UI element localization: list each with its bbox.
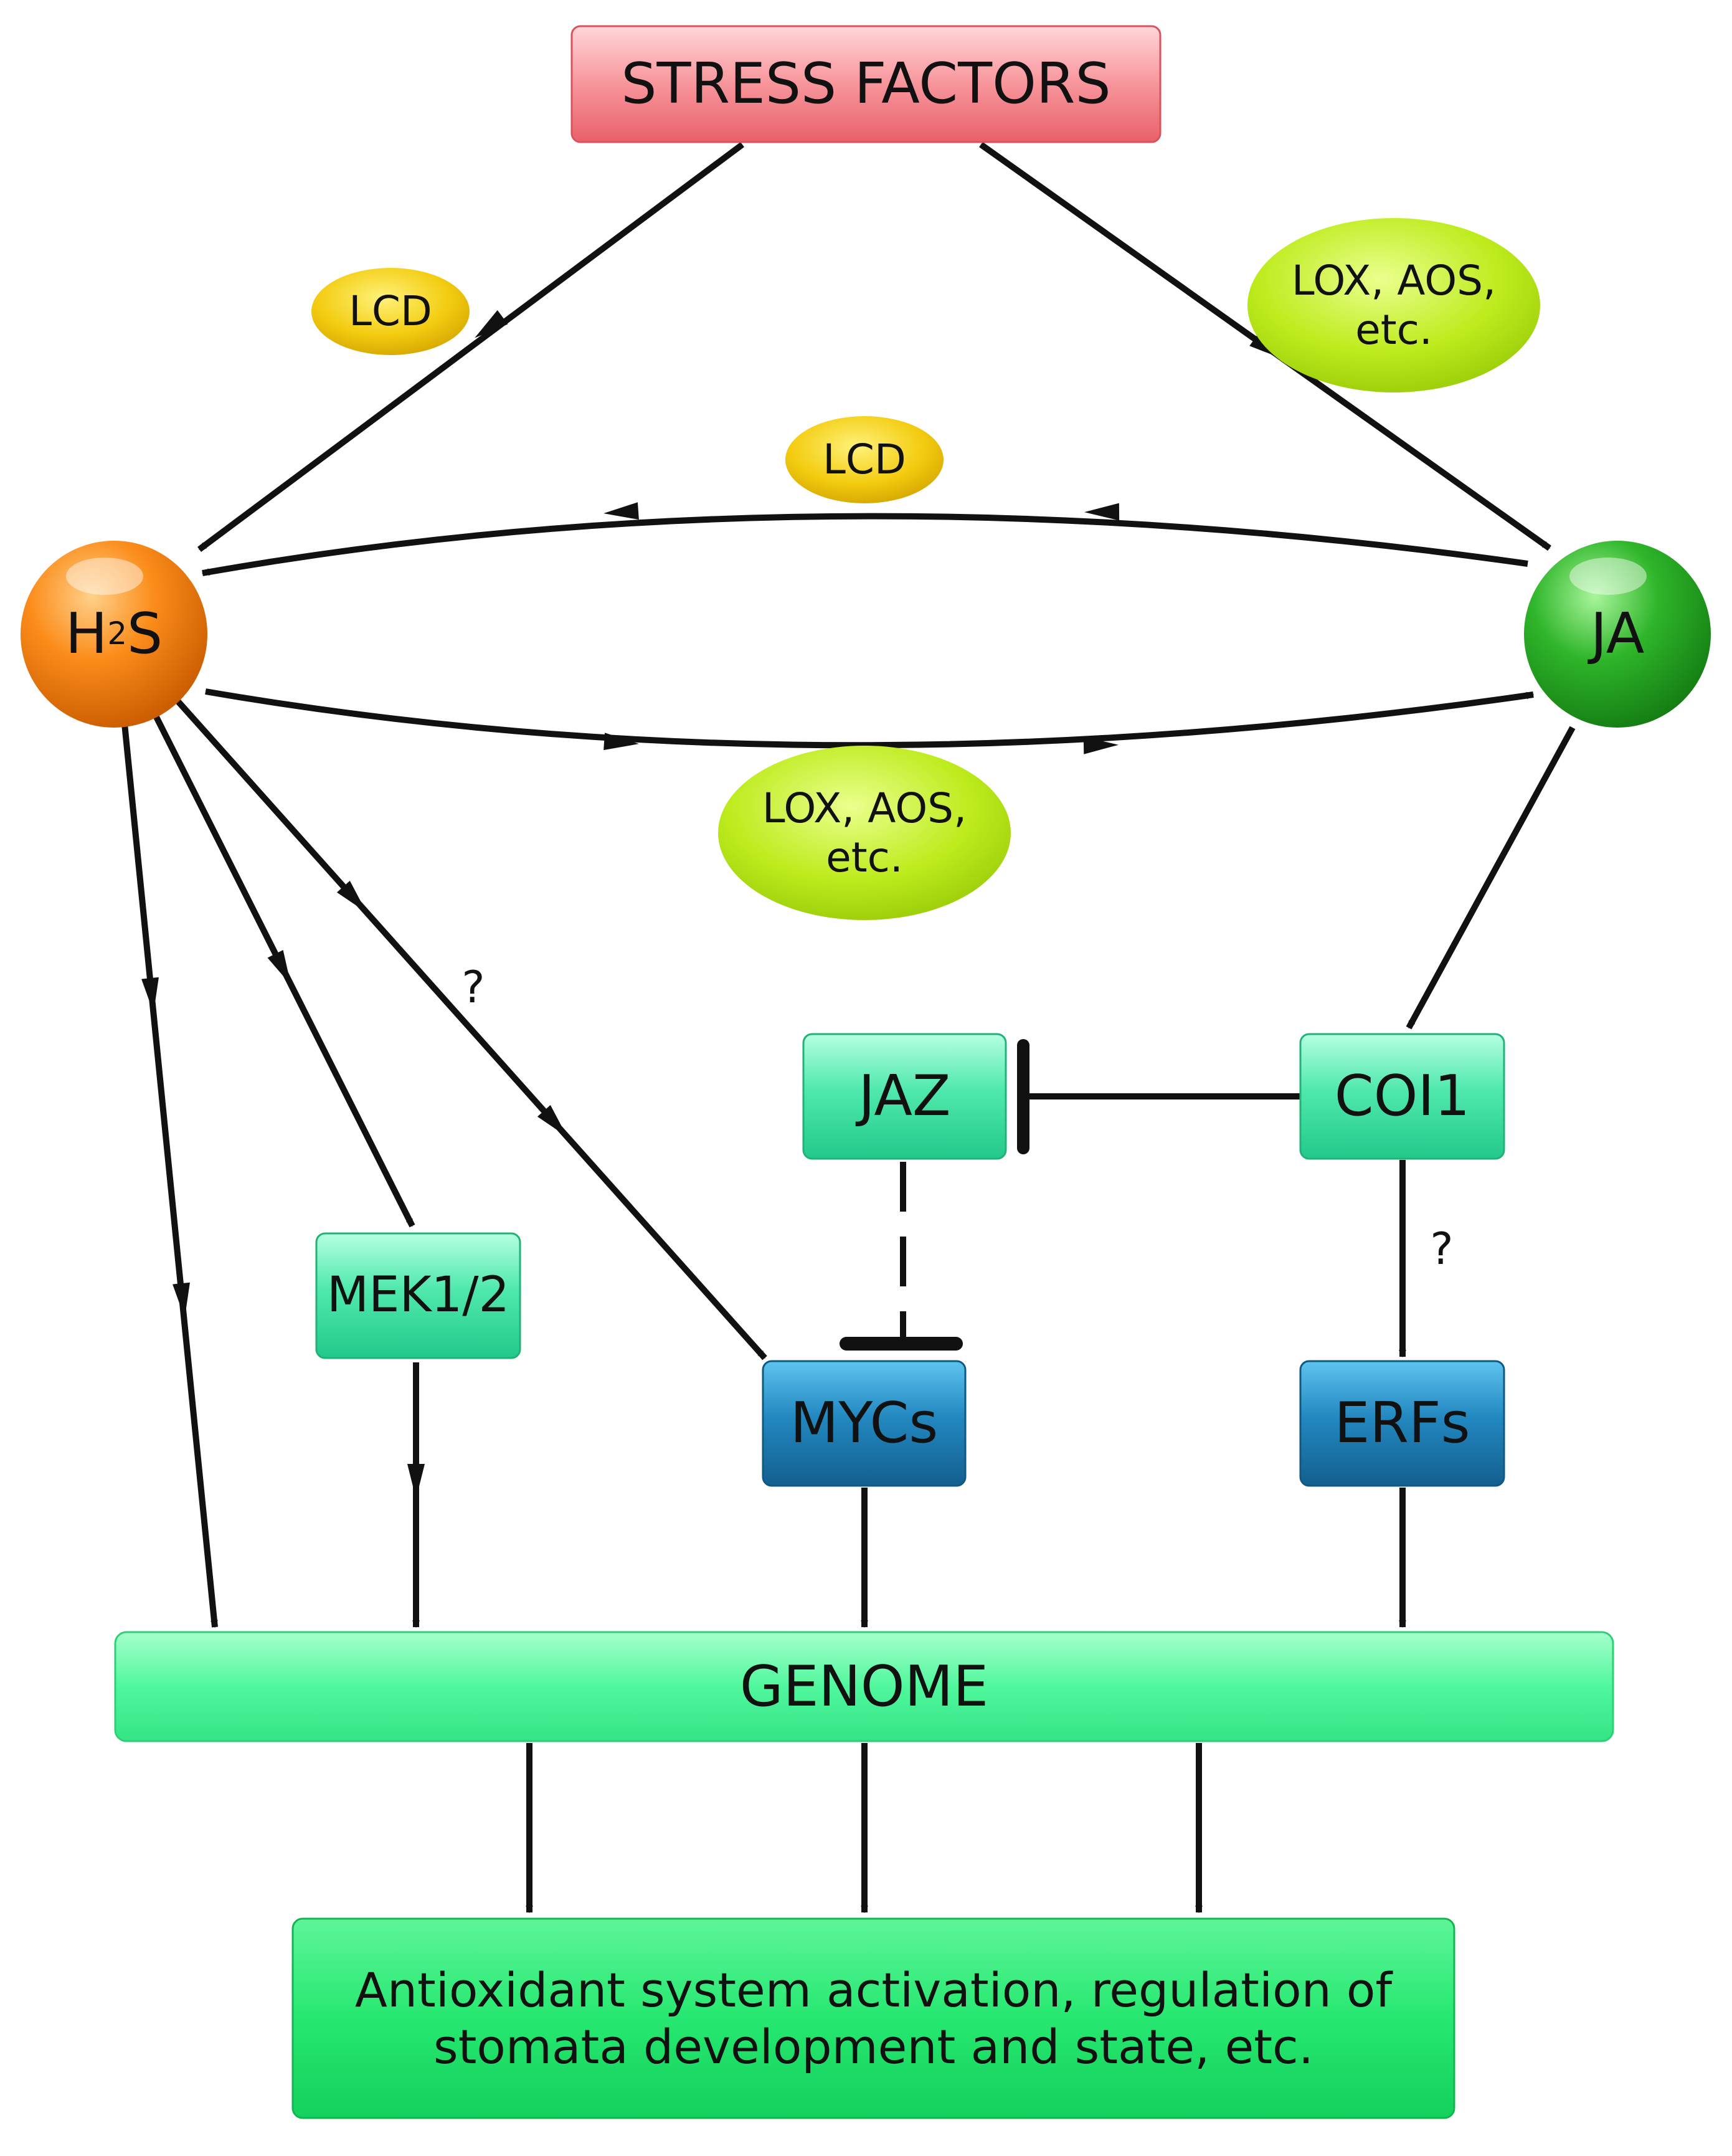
coi1-box <box>1299 1033 1505 1160</box>
midhead-h2s-mycs-a <box>336 880 367 913</box>
mycs-box <box>762 1360 967 1487</box>
inhibition-bar-jaz <box>1017 1039 1029 1154</box>
ja-highlight <box>1569 558 1647 595</box>
midhead-h2s-genome-b <box>173 1282 190 1318</box>
jaz-box <box>802 1033 1007 1160</box>
genome-bar <box>114 1631 1614 1742</box>
inhibition-bar-mycs <box>840 1337 963 1351</box>
midhead-stress-h2s <box>475 310 508 338</box>
arrow-ja-to-h2s <box>201 513 1528 576</box>
mek-box <box>315 1232 521 1359</box>
midhead-h2s-ja-1 <box>603 733 639 751</box>
midhead-mek-genome <box>407 1464 425 1499</box>
lcd-ellipse-mid <box>785 416 944 503</box>
midhead-h2s-ja-2 <box>1083 736 1119 754</box>
arrow-h2s-to-mycs <box>175 698 767 1361</box>
lcd-ellipse-top <box>311 268 470 355</box>
erfs-box <box>1299 1360 1505 1487</box>
arrow-h2s-to-genome-1 <box>121 723 218 1628</box>
midhead-h2s-mek <box>267 949 291 985</box>
midhead-h2s-mycs-b <box>537 1104 567 1137</box>
midhead-ja-h2s-1 <box>1084 503 1120 521</box>
arrow-h2s-to-ja <box>205 688 1535 749</box>
outcome-box <box>291 1917 1455 2119</box>
h2s-sphere <box>21 541 207 728</box>
ja-sphere <box>1524 541 1711 728</box>
arrow-stress-to-h2s <box>197 141 744 553</box>
arrow-ja-to-coi1 <box>1406 726 1576 1030</box>
mid-arrowheads <box>141 310 1284 1499</box>
lox-ellipse-top <box>1247 218 1540 392</box>
midhead-h2s-genome-a <box>141 977 159 1013</box>
stress-factors-box <box>570 25 1162 143</box>
midhead-ja-h2s-2 <box>603 502 639 520</box>
h2s-highlight <box>66 558 143 595</box>
lox-ellipse-mid <box>718 746 1011 920</box>
